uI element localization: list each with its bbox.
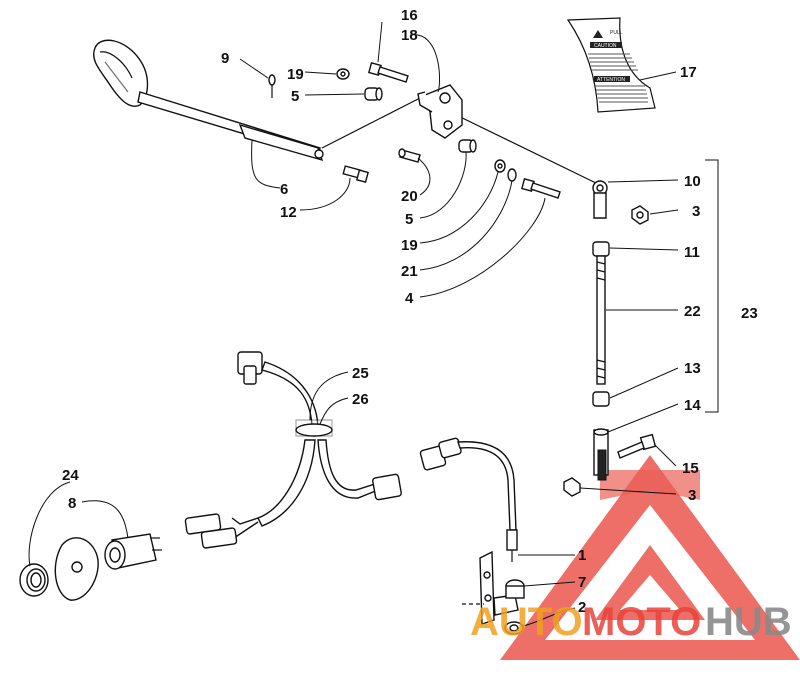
callout-13: 13 <box>684 360 701 377</box>
washer-19-mid <box>494 159 506 173</box>
callout-3-bottom: 3 <box>688 487 696 504</box>
switch-nut-24 <box>19 563 49 597</box>
callout-10: 10 <box>684 173 701 190</box>
nut-3-top <box>631 205 649 225</box>
watermark-moto: MOTO <box>582 600 701 644</box>
clip-7 <box>505 579 525 599</box>
callout-19-mid: 19 <box>401 237 418 254</box>
ignition-switch <box>104 533 162 570</box>
callout-8: 8 <box>68 495 76 512</box>
watermark-logo <box>500 455 800 660</box>
bracket-23 <box>705 159 719 413</box>
callout-4: 4 <box>405 290 414 307</box>
callout-25: 25 <box>352 365 369 382</box>
callout-14: 14 <box>684 397 701 414</box>
callout-20: 20 <box>401 188 418 205</box>
callout-11: 11 <box>684 244 700 261</box>
callout-9: 9 <box>221 50 229 67</box>
callout-2: 2 <box>578 599 586 616</box>
cotter-pin <box>268 74 276 98</box>
callout-26: 26 <box>352 391 369 408</box>
callout-19-top: 19 <box>287 66 304 83</box>
rod-end-10 <box>592 180 608 219</box>
lower-bracket <box>462 550 519 625</box>
watermark-hub: HUB <box>705 600 792 644</box>
wire-harness <box>184 351 402 549</box>
callout-22: 22 <box>684 303 701 320</box>
mounting-plate <box>54 537 99 601</box>
callout-24: 24 <box>62 467 79 484</box>
callout-5-top: 5 <box>291 88 299 105</box>
bolt-4 <box>521 178 561 199</box>
callout-17: 17 <box>680 64 697 81</box>
shift-lever <box>93 39 324 162</box>
leader-lines <box>28 21 679 627</box>
decal-attention: ATTENTION <box>597 77 625 83</box>
decal-caution: CAUTION <box>594 43 617 49</box>
callout-12: 12 <box>280 204 297 221</box>
nut-13 <box>592 391 610 407</box>
bushing-5-mid <box>458 139 477 153</box>
nut-3-bottom <box>563 477 581 497</box>
pivot-bracket <box>417 84 463 139</box>
bushing-2 <box>504 621 524 635</box>
nut-11 <box>592 241 610 257</box>
callout-18: 18 <box>401 27 418 44</box>
warning-decal: PULL CAUTION ATTENTION <box>566 17 656 113</box>
callout-7: 7 <box>578 574 586 591</box>
bolt-12 <box>342 165 369 183</box>
threaded-rod-22 <box>596 255 606 385</box>
decal-heading: PULL <box>610 30 623 36</box>
callout-6: 6 <box>280 181 288 198</box>
callout-5-mid: 5 <box>405 211 413 228</box>
watermark-auto: AUTO <box>470 600 583 644</box>
bolt-15 <box>617 433 657 459</box>
washer-19-top <box>336 68 350 80</box>
bushing-5-top <box>364 87 383 101</box>
callout-21: 21 <box>401 263 418 280</box>
callout-3-top: 3 <box>692 203 700 220</box>
callout-15: 15 <box>682 460 699 477</box>
bolt-16 <box>368 62 409 83</box>
watermark-text: AUTO MOTO HUB <box>470 600 792 644</box>
washer-21 <box>507 168 517 182</box>
spacer-20 <box>398 148 421 163</box>
callout-1: 1 <box>578 547 586 564</box>
callout-23: 23 <box>741 305 758 322</box>
cable-1 <box>419 437 518 562</box>
rod-end-14 <box>593 428 609 481</box>
callout-16: 16 <box>401 7 418 24</box>
